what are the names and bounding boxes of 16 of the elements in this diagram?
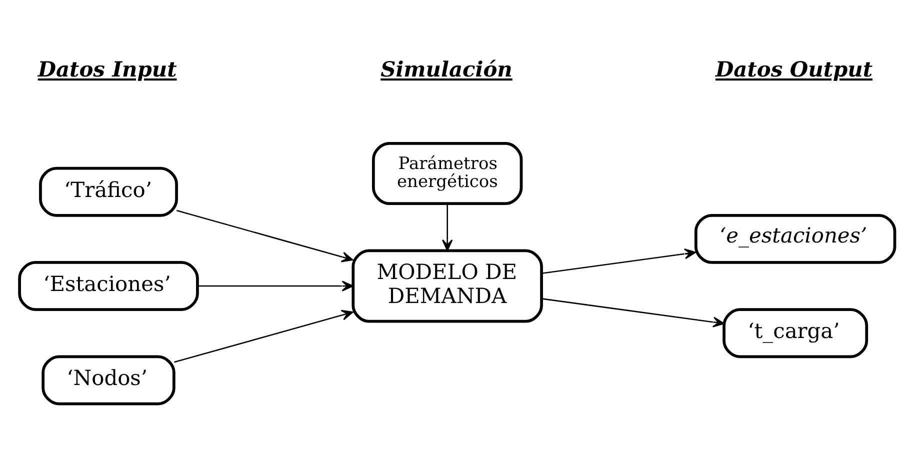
node-box: ‘Estaciones’ [18, 260, 199, 311]
arrow [442, 204, 453, 251]
node-box: MODELO DE DEMANDA [352, 248, 543, 322]
node-box: ‘Tráfico’ [39, 166, 178, 216]
arrow [542, 248, 696, 274]
arrow [198, 280, 354, 291]
label: Datos Input [38, 56, 177, 81]
node-box: ‘e_estaciones’ [694, 213, 896, 264]
node-box: Parámetros energéticos [372, 141, 523, 205]
arrow [174, 309, 354, 362]
node-box: ‘Nodos’ [42, 354, 176, 405]
arrow [542, 298, 725, 327]
arrow [176, 209, 354, 262]
label: Datos Output [716, 56, 873, 81]
label: Simulación [380, 56, 512, 81]
node-box: ‘t_carga’ [722, 308, 868, 358]
